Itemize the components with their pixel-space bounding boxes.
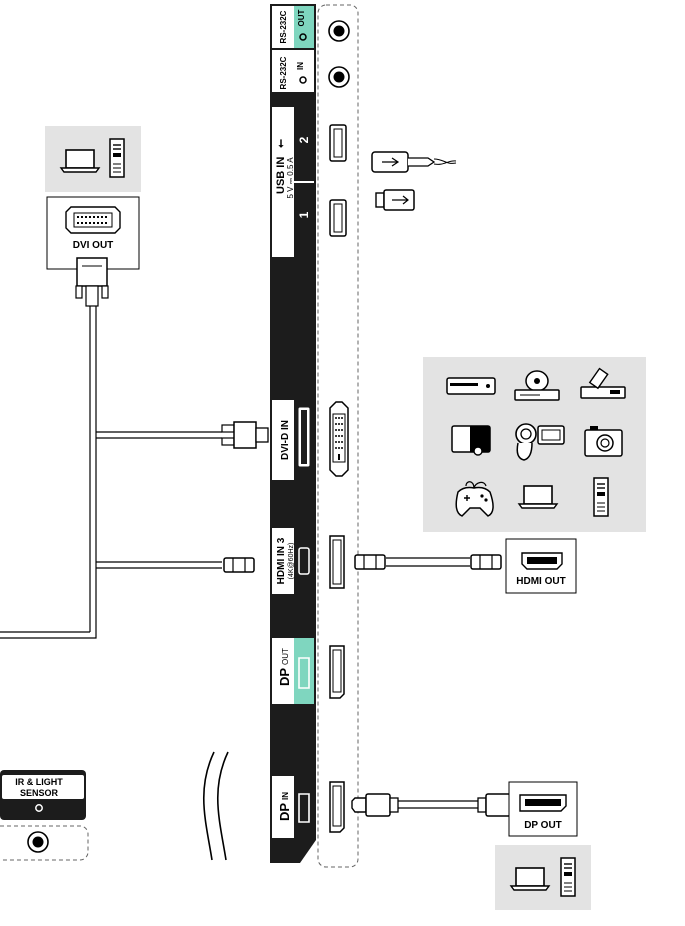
pc-device-box-dvi [45, 126, 141, 192]
camera-icon [584, 426, 623, 457]
dvi-plug-top [75, 257, 109, 307]
pc-tower-icon [593, 477, 609, 517]
usb-power-label: 5 V ⎓ 0.5 A [286, 157, 295, 199]
cables-left [0, 306, 222, 639]
hdmi-cable-right [354, 554, 502, 570]
laptop-icon [510, 867, 550, 891]
set-top-box-icon [580, 367, 626, 399]
dp-out-device: DP OUT [508, 781, 578, 837]
dp-out-device-label: DP OUT [524, 820, 562, 831]
usb-symbol: ⭠ [275, 139, 287, 148]
dvi-d-in-label: DVI-D IN [280, 420, 291, 460]
dp-out-port: DP OUT [272, 638, 345, 704]
pc-tower-icon [109, 138, 125, 178]
rs232c-out-port: RS-232C OUT [272, 6, 350, 48]
laptop-icon [518, 485, 558, 509]
ir-sensor-label-line2: SENSOR [20, 788, 59, 798]
camcorder-icon [515, 423, 565, 461]
dvi-out-device: DVI OUT [46, 196, 140, 270]
av-devices-box [423, 357, 646, 532]
usb-port-1-label: 1 [297, 211, 311, 218]
wave-break-icon [203, 751, 229, 861]
hdmi-in-3-label: HDMI IN 3 [276, 537, 287, 584]
dvi-plug-monitor [221, 421, 269, 449]
hdmi-out-device: HDMI OUT [505, 538, 577, 594]
game-console-icon [451, 425, 491, 456]
rs232c-in-port: RS-232C IN [272, 50, 350, 92]
hdmi-in-3-spec: (4K@60Hz) [288, 543, 295, 580]
hdmi-in-3-port: HDMI IN 3 (4K@60Hz) [272, 528, 345, 594]
ir-sensor-label-line1: IR & LIGHT [15, 777, 63, 787]
rs232c-in-label-line2: IN [296, 62, 305, 70]
dp-out-label-suffix: OUT [281, 648, 290, 665]
dp-in-port: DP IN [272, 776, 345, 838]
pc-device-box-dp [495, 845, 591, 910]
usb-cable-icon [371, 151, 457, 173]
rs232c-out-label-line2: OUT [297, 9, 306, 26]
dp-in-label-suffix: IN [281, 792, 290, 800]
usb-in-ports: USB IN ⭠ 5 V ⎓ 0.5 A 1 2 [272, 107, 347, 257]
dp-in-label-prefix: DP [277, 803, 292, 821]
usb-in-label: USB IN [275, 157, 287, 194]
usb-stick-icon [375, 189, 415, 211]
rs232c-in-label-line1: RS-232C [279, 56, 288, 89]
ir-light-sensor: IR & LIGHT SENSOR [0, 770, 89, 861]
hdmi-plug-monitor [223, 557, 255, 573]
dp-cable-right [351, 793, 523, 817]
dp-out-label-prefix: DP [277, 668, 292, 686]
laptop-icon [60, 149, 100, 173]
pc-tower-icon [560, 857, 576, 897]
dvi-d-in-port: DVI-D IN [272, 400, 349, 480]
usb-port-2-label: 2 [297, 136, 311, 143]
satellite-receiver-icon [514, 370, 560, 401]
gamepad-icon [455, 481, 494, 517]
rs232c-out-label-line1: RS-232C [279, 10, 288, 43]
dvi-out-label: DVI OUT [73, 240, 114, 251]
hdmi-out-label: HDMI OUT [516, 576, 565, 587]
dvd-player-icon [446, 377, 496, 395]
